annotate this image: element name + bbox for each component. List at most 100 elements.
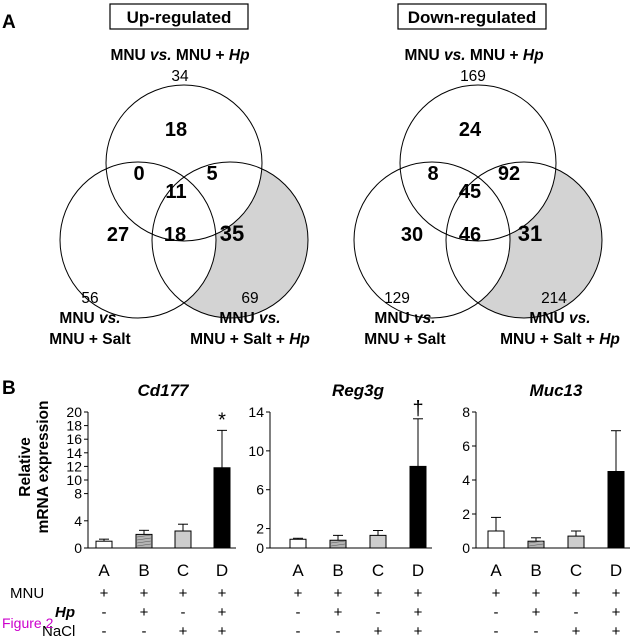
treatment-mark-hp: - bbox=[574, 604, 579, 621]
bar-hatch bbox=[330, 540, 346, 544]
treatment-mark-nacl: + bbox=[179, 623, 188, 640]
venn-up-top-only: 18 bbox=[165, 119, 187, 141]
treatment-mark-mnu: + bbox=[414, 585, 423, 602]
y-tick-label: 2 bbox=[256, 521, 264, 537]
chart-title: Muc13 bbox=[530, 381, 583, 400]
significance-marker: † bbox=[412, 398, 423, 420]
treatment-mark-mnu: + bbox=[218, 585, 227, 602]
venn-up-left-circle bbox=[59, 161, 217, 319]
venn-up-left-only: 27 bbox=[107, 224, 129, 246]
treatment-mark-nacl: + bbox=[612, 623, 621, 640]
ylabel-line-1: Relative bbox=[17, 437, 34, 497]
treatment-mark-mnu: + bbox=[179, 585, 188, 602]
treatment-mark-hp: - bbox=[376, 604, 381, 621]
treatment-mark-hp: - bbox=[181, 604, 186, 621]
category-label: A bbox=[98, 561, 110, 580]
treatment-mark-mnu: + bbox=[612, 585, 621, 602]
venn-down-right-circle bbox=[445, 161, 603, 319]
venn-down-heading: Down-regulated bbox=[408, 8, 536, 27]
bar-charts: Cd177048101214161820A+--B++-C+-+D+++*Reg… bbox=[66, 381, 630, 640]
bar-hatch bbox=[136, 543, 152, 547]
category-label: C bbox=[570, 561, 582, 580]
treatment-mark-nacl: - bbox=[494, 623, 499, 640]
significance-marker: * bbox=[218, 409, 226, 431]
category-label: D bbox=[610, 561, 622, 580]
treatment-mark-nacl: + bbox=[414, 623, 423, 640]
category-label: B bbox=[138, 561, 149, 580]
venn-down-top-left: 8 bbox=[427, 163, 438, 185]
treatment-mark-mnu: + bbox=[492, 585, 501, 602]
venn-up-top-left: 0 bbox=[133, 163, 144, 185]
venn-up-right-label-1: MNU vs. bbox=[219, 310, 280, 327]
venn-up-top-circle bbox=[105, 84, 263, 242]
venn-up-left-label-1: MNU vs. bbox=[59, 310, 120, 327]
bar-C bbox=[567, 535, 585, 549]
treatment-mark-hp: + bbox=[218, 604, 227, 621]
venn-down-left-total: 129 bbox=[384, 290, 410, 307]
venn-up-right-label-2: MNU + Salt + Hp bbox=[190, 331, 310, 348]
y-tick-label: 8 bbox=[74, 486, 82, 502]
treatment-mark-hp: - bbox=[296, 604, 301, 621]
treatment-mark-hp: - bbox=[494, 604, 499, 621]
y-tick-label: 0 bbox=[256, 540, 264, 556]
treatment-mark-mnu: + bbox=[100, 585, 109, 602]
y-tick-label: 8 bbox=[462, 404, 470, 420]
venn-up-left-total: 56 bbox=[81, 290, 98, 307]
venn-up-heading: Up-regulated bbox=[127, 8, 232, 27]
category-label: B bbox=[530, 561, 541, 580]
venn-up-top-title: MNU vs. MNU + Hp bbox=[110, 47, 249, 64]
venn-up-center: 11 bbox=[165, 181, 186, 203]
venn-down-left-label-2: MNU + Salt bbox=[364, 331, 445, 348]
bar-D bbox=[607, 471, 625, 549]
bar-D bbox=[213, 467, 231, 549]
y-tick-label: 10 bbox=[248, 443, 264, 459]
bar-A bbox=[289, 538, 307, 549]
y-tick-label: 0 bbox=[74, 540, 82, 556]
treatment-mark-mnu: + bbox=[532, 585, 541, 602]
bar-hatch bbox=[136, 534, 152, 538]
bar-C bbox=[174, 530, 192, 549]
venn-down-top-title: MNU vs. MNU + Hp bbox=[404, 47, 543, 64]
figure-footer-label: Figure 2 bbox=[2, 615, 54, 631]
treatment-mark-hp: - bbox=[102, 604, 107, 621]
y-tick-label: 6 bbox=[462, 438, 470, 454]
bar-hatch bbox=[136, 537, 152, 541]
venn-down-center: 45 bbox=[459, 181, 481, 203]
venn-down-right-label-2: MNU + Salt + Hp bbox=[500, 331, 620, 348]
venn-up-heading-box bbox=[109, 3, 249, 30]
y-tick-label: 2 bbox=[462, 506, 470, 522]
venn-up-overlap-mask-top bbox=[152, 162, 262, 241]
treatment-mark-hp: + bbox=[334, 604, 343, 621]
bar-hatch bbox=[528, 540, 544, 544]
y-tick-label: 14 bbox=[248, 404, 264, 420]
treatment-mark-mnu: + bbox=[572, 585, 581, 602]
treatment-mark-nacl: - bbox=[142, 623, 147, 640]
category-label: D bbox=[412, 561, 424, 580]
bar-hatch bbox=[330, 543, 346, 547]
y-tick-label: 10 bbox=[66, 472, 82, 488]
row-name-nacl: NaCl bbox=[42, 623, 75, 640]
y-tick-label: 18 bbox=[66, 418, 82, 434]
bar-D bbox=[409, 465, 427, 549]
venn-up-top-total: 34 bbox=[171, 68, 189, 85]
venn-up-left-label-2: MNU + Salt bbox=[49, 331, 130, 348]
venn-up-right-only: 35 bbox=[220, 221, 244, 246]
panel-a-label: A bbox=[2, 12, 16, 33]
ylabel-line-2: mRNA expression bbox=[35, 401, 52, 534]
venn-down-left-label-1: MNU vs. bbox=[374, 310, 435, 327]
venn-down-left-circle bbox=[353, 161, 511, 319]
bar-hatch bbox=[136, 540, 152, 544]
category-label: C bbox=[177, 561, 189, 580]
panel-b-label: B bbox=[2, 378, 16, 399]
venn-up-right-circle bbox=[151, 161, 309, 319]
treatment-mark-hp: + bbox=[532, 604, 541, 621]
venn-down-left-only: 30 bbox=[401, 224, 423, 246]
venn-down-top-only: 24 bbox=[459, 119, 482, 141]
treatment-mark-nacl: + bbox=[374, 623, 383, 640]
venn-down-top-circle bbox=[399, 84, 557, 242]
bar-C bbox=[369, 534, 387, 549]
